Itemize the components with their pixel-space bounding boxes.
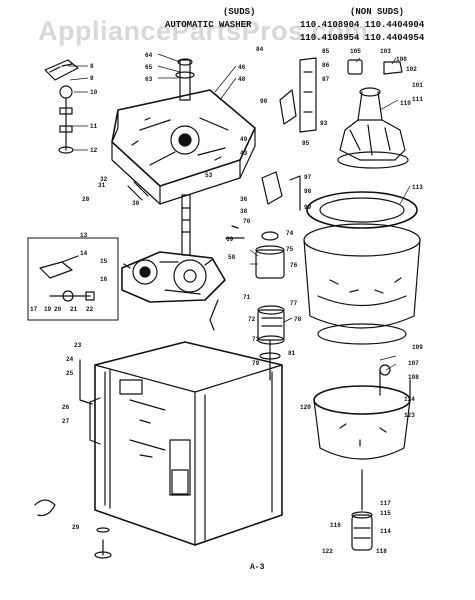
part-label: 10 <box>90 89 98 96</box>
part-label: 29 <box>72 524 80 531</box>
part-label: 93 <box>320 120 328 127</box>
part-label: 20 <box>54 306 62 313</box>
non-suds-label: (NON SUDS) <box>350 7 405 17</box>
part-label: 32 <box>100 176 108 183</box>
part-label: 48 <box>238 76 246 83</box>
part-label: 77 <box>290 300 298 307</box>
part-label: 9 <box>90 75 94 82</box>
part-label: 30 <box>132 200 140 207</box>
part-label: 76 <box>290 262 298 269</box>
part-label: 13 <box>80 232 88 239</box>
part-label: 117 <box>380 500 391 507</box>
drive-motor <box>255 231 285 381</box>
part-label: 103 <box>380 48 391 55</box>
part-label: 114 <box>380 528 391 535</box>
part-label: 78 <box>294 316 302 323</box>
watermark: AppliancePartsPros.com <box>38 16 369 46</box>
part-label: 58 <box>228 254 236 261</box>
part-label: 65 <box>145 64 153 71</box>
inset-detail-box <box>27 237 119 321</box>
part-label: 113 <box>412 184 423 191</box>
part-label: 25 <box>66 370 74 377</box>
part-label: 27 <box>62 418 70 425</box>
part-label: 53 <box>205 172 213 179</box>
right-small-parts <box>209 57 411 401</box>
part-label: 95 <box>302 140 310 147</box>
part-label: 22 <box>86 306 94 313</box>
part-label: 87 <box>322 76 330 83</box>
leader-lines <box>68 53 411 371</box>
part-label: 63 <box>145 76 153 83</box>
part-label: 108 <box>408 374 419 381</box>
part-label: 71 <box>243 294 251 301</box>
outer-tub <box>303 191 421 345</box>
part-label: 120 <box>300 404 311 411</box>
part-label: 109 <box>412 344 423 351</box>
models-line-2: 110.4108954 110.4404954 <box>300 33 425 43</box>
part-label: 84 <box>256 46 264 53</box>
wash-basket-base <box>313 385 411 551</box>
part-label: 36 <box>240 196 248 203</box>
part-label: 107 <box>408 360 419 367</box>
part-label: 11 <box>90 123 98 130</box>
part-label: 12 <box>90 147 98 154</box>
diagram-title: AUTOMATIC WASHER <box>165 20 252 30</box>
part-label: 15 <box>100 258 108 265</box>
suds-label: (SUDS) <box>223 7 256 17</box>
part-label: 116 <box>330 522 341 529</box>
part-label: 49 <box>240 136 248 143</box>
transmission-assembly <box>121 194 226 303</box>
part-label: 98 <box>304 188 312 195</box>
part-label: 17 <box>30 306 38 313</box>
part-label: 118 <box>376 548 387 555</box>
part-label: 8 <box>90 63 94 70</box>
part-label: 16 <box>100 276 108 283</box>
part-label: 85 <box>322 48 330 55</box>
part-label: 19 <box>44 306 52 313</box>
part-label: 69 <box>226 236 234 243</box>
part-label: 74 <box>286 230 294 237</box>
leveling-legs <box>34 499 112 559</box>
part-label: 110 <box>400 100 411 107</box>
part-label: 124 <box>404 396 415 403</box>
part-label: 31 <box>98 182 106 189</box>
part-label: 86 <box>322 62 330 69</box>
part-label: 46 <box>238 64 246 71</box>
part-label: 111 <box>412 96 423 103</box>
part-label: 21 <box>70 306 78 313</box>
part-label: 115 <box>380 510 391 517</box>
part-label: 24 <box>66 356 74 363</box>
left-small-parts <box>44 59 149 201</box>
part-label: 70 <box>243 218 251 225</box>
part-label: 102 <box>406 66 417 73</box>
part-label: 28 <box>82 196 90 203</box>
part-label: 73 <box>252 336 260 343</box>
part-label: 14 <box>80 250 88 257</box>
part-label: 99 <box>304 204 312 211</box>
page-number: A-3 <box>250 563 265 572</box>
models-line-1: 110.4108904 110.4404904 <box>300 20 425 30</box>
part-label: 64 <box>145 52 153 59</box>
part-label: 81 <box>288 350 296 357</box>
part-label: 101 <box>412 82 423 89</box>
mounting-plate-assembly <box>111 58 256 205</box>
part-label: 105 <box>350 48 361 55</box>
part-label: 123 <box>404 412 415 419</box>
part-label: 122 <box>322 548 333 555</box>
part-label: 43 <box>240 150 248 157</box>
part-label: 97 <box>304 174 312 181</box>
part-label: 100 <box>396 56 407 63</box>
cabinet-frame <box>79 341 283 546</box>
agitator <box>337 59 409 169</box>
part-label: 26 <box>62 404 70 411</box>
part-label: 79 <box>252 360 260 367</box>
part-label: 75 <box>286 246 294 253</box>
part-label: 90 <box>260 98 268 105</box>
part-label: 38 <box>240 208 248 215</box>
part-label: 23 <box>74 342 82 349</box>
part-label: 72 <box>248 316 256 323</box>
